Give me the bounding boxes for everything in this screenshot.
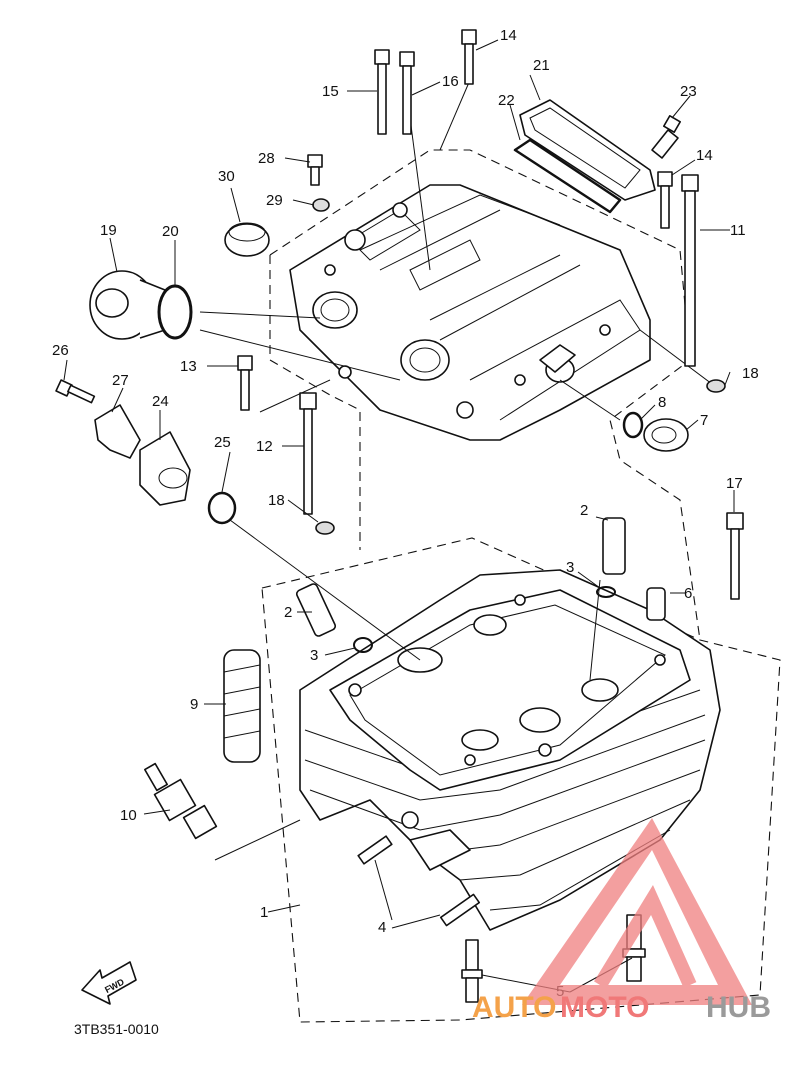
bolt-16 — [399, 51, 415, 135]
callout-29: 29 — [266, 192, 283, 209]
bolt-28 — [307, 154, 323, 186]
callout-2-right: 2 — [580, 502, 588, 519]
callout-8: 8 — [658, 394, 666, 411]
watermark-text-auto: AUTO — [472, 991, 556, 1024]
callout-11: 11 — [730, 222, 746, 239]
callout-1: 1 — [260, 904, 268, 921]
callout-6: 6 — [684, 585, 692, 602]
callout-4: 4 — [378, 919, 386, 936]
plug-7 — [643, 418, 689, 452]
callout-13: 13 — [180, 358, 197, 375]
callout-20: 20 — [162, 223, 179, 240]
callout-24: 24 — [152, 393, 169, 410]
bolt-11 — [681, 174, 699, 367]
bolt-17 — [726, 512, 744, 600]
callout-30: 30 — [218, 168, 235, 185]
gasket-22 — [513, 138, 622, 214]
bracket-27 — [94, 404, 141, 459]
callout-2-left: 2 — [284, 604, 292, 621]
callout-3-left: 3 — [310, 647, 318, 664]
callout-17: 17 — [726, 475, 743, 492]
forward-direction-arrow: FWD — [81, 961, 137, 1005]
washer-29 — [312, 198, 330, 212]
cylinder-head — [299, 569, 721, 931]
watermark-text-moto: MOTO — [560, 991, 649, 1024]
joint-24 — [139, 431, 191, 506]
stud-5-a — [461, 939, 483, 1003]
washer-18-right — [706, 379, 726, 393]
leader-lines — [199, 79, 721, 861]
valve-guide-2-right — [602, 517, 626, 575]
callout-14-top: 14 — [500, 27, 517, 44]
callout-26: 26 — [52, 342, 69, 359]
stud-4-b — [439, 893, 481, 927]
bolt-15 — [374, 49, 390, 135]
watermark-logo — [522, 818, 752, 1005]
o-ring-20 — [157, 284, 193, 340]
callout-18-right: 18 — [742, 365, 759, 382]
callout-18-left: 18 — [268, 492, 285, 509]
o-ring-8 — [622, 411, 644, 439]
cylinder-head-group-outline — [261, 537, 781, 1023]
bolt-14-right — [657, 171, 673, 229]
callout-3-right: 3 — [566, 559, 574, 576]
spark-plug-10 — [144, 762, 218, 840]
cylinder-head-cover — [289, 184, 651, 441]
cap-19 — [89, 270, 166, 340]
circlip-3-left — [353, 637, 373, 653]
callout-23: 23 — [680, 83, 697, 100]
o-ring-25 — [207, 491, 237, 525]
spring-9 — [223, 649, 261, 763]
bolt-23 — [651, 115, 681, 159]
callout-14-right: 14 — [696, 147, 713, 164]
callout-12: 12 — [256, 438, 273, 455]
callout-10: 10 — [120, 807, 137, 824]
callout-7: 7 — [700, 412, 708, 429]
valve-guide-2-left — [295, 583, 337, 637]
callout-27: 27 — [112, 372, 129, 389]
bolt-14-top — [461, 29, 477, 85]
circlip-3-right — [596, 586, 616, 598]
callout-labels: 15 16 14 14 11 21 22 23 28 29 30 19 20 2… — [52, 27, 759, 1000]
callout-28: 28 — [258, 150, 275, 167]
callout-25: 25 — [214, 434, 231, 451]
part-code: 3TB351-0010 — [74, 1021, 159, 1037]
callout-21: 21 — [533, 57, 550, 74]
washer-18-left — [315, 521, 335, 535]
bolt-12 — [299, 392, 317, 515]
callout-22: 22 — [498, 92, 515, 109]
callout-15: 15 — [322, 83, 339, 100]
watermark-text-hub: HUB — [706, 991, 771, 1024]
watermark-triangle — [522, 818, 752, 1005]
callout-19: 19 — [100, 222, 117, 239]
callout-9: 9 — [190, 696, 198, 713]
cap-30 — [224, 222, 270, 257]
bolt-13 — [237, 355, 253, 411]
callout-16: 16 — [442, 73, 459, 90]
stud-4-a — [357, 835, 393, 865]
cover-plate-21 — [519, 99, 656, 201]
bolt-26 — [55, 379, 96, 404]
dowel-6 — [646, 587, 666, 621]
watermark-wordmark: AUTO MOTO HUB — [472, 991, 771, 1024]
